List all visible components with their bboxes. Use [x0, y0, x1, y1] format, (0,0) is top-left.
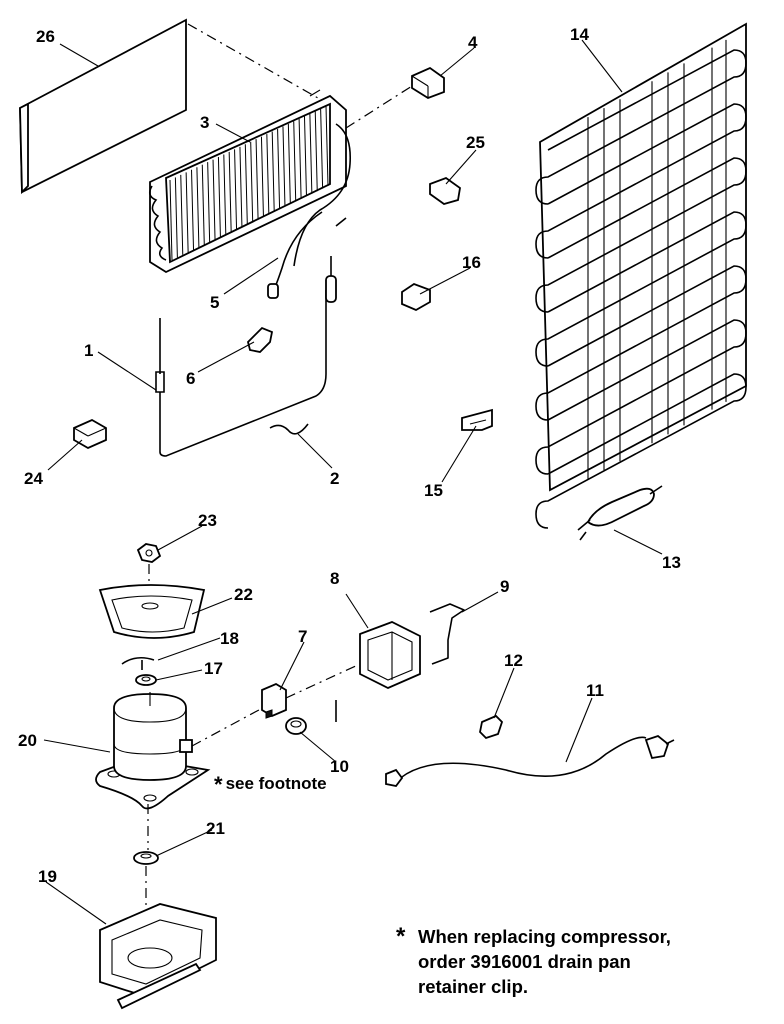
part-1-line — [155, 217, 347, 457]
part-11-power-cord — [385, 734, 675, 787]
part-19-base — [99, 903, 217, 1010]
callout-labels: 1 2 3 4 5 6 7 8 9 10 11 12 13 14 15 16 1… — [18, 25, 681, 886]
callout-16: 16 — [462, 253, 481, 272]
callout-21: 21 — [206, 819, 225, 838]
part-16-clip — [401, 282, 431, 312]
callout-5: 5 — [210, 293, 219, 312]
footnote-reference-text: see footnote — [225, 774, 327, 793]
callout-4: 4 — [468, 33, 478, 52]
footnote-line-2: order 3916001 drain pan — [418, 951, 631, 972]
callout-6: 6 — [186, 369, 195, 388]
part-3-evaporator — [148, 85, 413, 274]
part-9-clip — [429, 603, 465, 665]
part-23-nut — [136, 543, 162, 563]
callout-24: 24 — [24, 469, 43, 488]
footnote-reference: *see footnote — [214, 772, 327, 798]
part-6-clip — [247, 326, 274, 353]
callout-12: 12 — [504, 651, 523, 670]
callout-17: 17 — [204, 659, 223, 678]
footnote: * When replacing compressor, order 39160… — [396, 924, 671, 999]
part-13-drier — [577, 485, 663, 541]
part-22-drain-pan — [98, 584, 206, 639]
part-2-wire — [269, 423, 309, 435]
part-12-clip — [479, 714, 504, 740]
callout-1: 1 — [84, 341, 93, 360]
part-7-relay — [261, 682, 287, 719]
part-21-grommet — [133, 851, 159, 865]
callout-15: 15 — [424, 481, 443, 500]
part-25-clip — [429, 176, 461, 205]
callout-19: 19 — [38, 867, 57, 886]
footnote-marker: * — [214, 772, 223, 797]
footnote-line-1: When replacing compressor, — [418, 926, 671, 947]
part-18-clip — [121, 656, 155, 670]
callout-14: 14 — [570, 25, 589, 44]
callout-26: 26 — [36, 27, 55, 46]
callout-23: 23 — [198, 511, 217, 530]
part-8-cover — [359, 621, 421, 689]
part-14-condenser — [535, 22, 747, 529]
part-10-overload — [285, 700, 337, 735]
callout-3: 3 — [200, 113, 209, 132]
callout-20: 20 — [18, 731, 37, 750]
footnote-marker-2: * — [396, 923, 406, 950]
callout-11: 11 — [586, 681, 604, 700]
callout-2: 2 — [330, 469, 339, 488]
footnote-line-3: retainer clip. — [418, 976, 529, 997]
part-4-bracket — [411, 66, 445, 99]
part-24-block — [73, 418, 107, 450]
callout-10: 10 — [330, 757, 349, 776]
leader-lines — [43, 39, 663, 925]
part-20-compressor — [95, 692, 271, 810]
part-17-grommet — [135, 674, 157, 686]
callout-8: 8 — [330, 569, 339, 588]
callout-7: 7 — [298, 627, 307, 646]
part-15-bracket — [461, 408, 493, 431]
part-5-tube — [267, 211, 323, 299]
callout-25: 25 — [466, 133, 485, 152]
callout-22: 22 — [234, 585, 253, 604]
callout-9: 9 — [500, 577, 509, 596]
callout-18: 18 — [220, 629, 239, 648]
callout-13: 13 — [662, 553, 681, 572]
part-26-panel — [19, 18, 319, 195]
